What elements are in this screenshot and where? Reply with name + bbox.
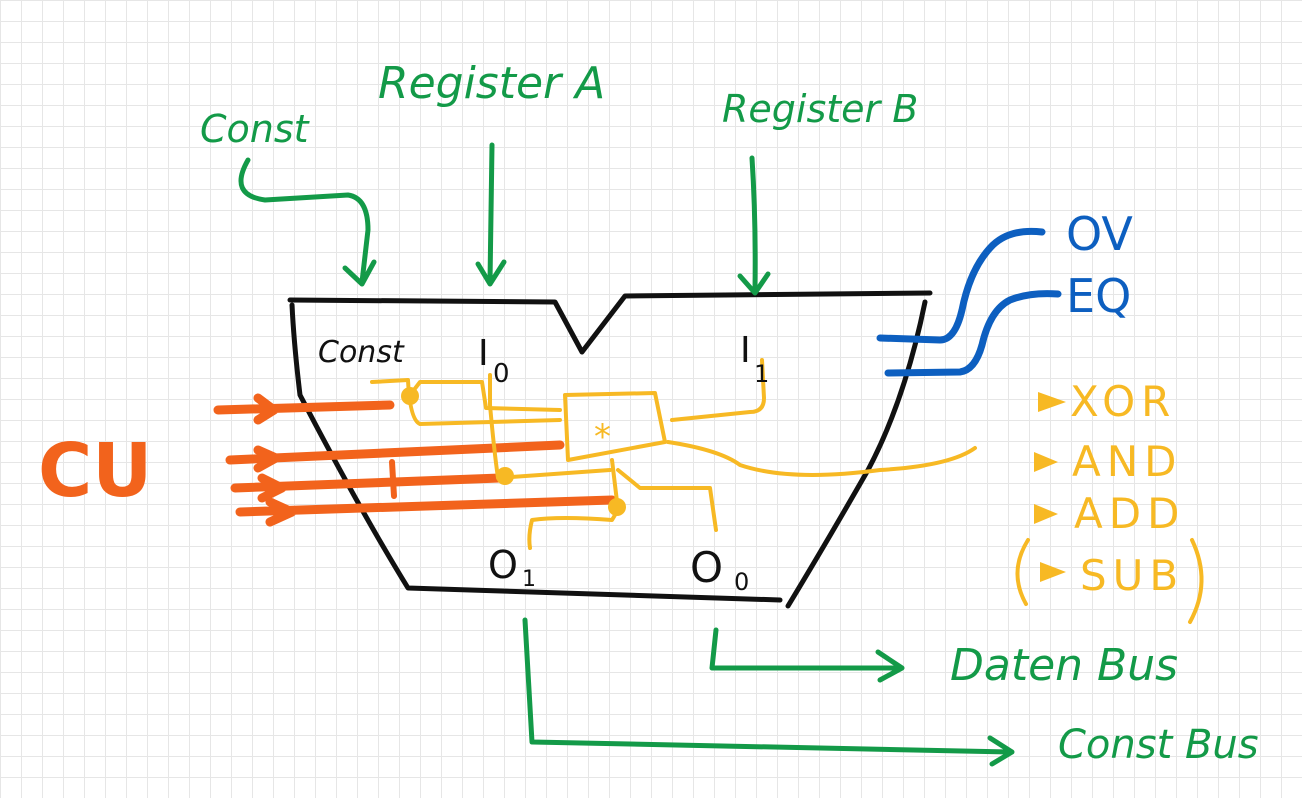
register-a-input-arrow bbox=[475, 142, 507, 287]
sub-bullet-icon bbox=[1040, 562, 1066, 582]
daten-bus-label: Daten Bus bbox=[950, 640, 1178, 691]
cu-label: CU bbox=[38, 428, 152, 514]
port-i0-label: I bbox=[478, 333, 489, 374]
xor-bullet-icon bbox=[1038, 392, 1066, 412]
cu-control-tap bbox=[389, 459, 397, 499]
port-o0-label: O bbox=[690, 543, 723, 592]
register-b-input-arrow bbox=[737, 155, 771, 296]
cu-control-line-1 bbox=[213, 393, 395, 425]
port-i0-subscript: 0 bbox=[493, 359, 510, 389]
flag-eq-label: EQ bbox=[1066, 269, 1131, 323]
eq-flag-line bbox=[884, 290, 1062, 377]
sub-bracket-left bbox=[1015, 538, 1030, 606]
operation-bullets bbox=[1034, 392, 1066, 582]
operation-and-label: AND bbox=[1072, 437, 1183, 486]
cu-control-line-4 bbox=[235, 495, 617, 527]
operation-xor-label: XOR bbox=[1070, 377, 1176, 426]
sub-bracket-right bbox=[1188, 538, 1204, 624]
junction-dot bbox=[496, 467, 514, 485]
cu-control-line-3 bbox=[230, 473, 505, 503]
daten-bus-output-arrow bbox=[709, 627, 905, 683]
const-input-label: Const bbox=[200, 107, 311, 151]
cu-control-line-2 bbox=[225, 440, 565, 473]
const-input-arrow bbox=[238, 157, 377, 287]
const-bus-output-arrow bbox=[522, 617, 1015, 767]
junction-dot bbox=[608, 498, 626, 516]
port-o1-subscript: 1 bbox=[522, 567, 536, 592]
junction-dot bbox=[401, 387, 419, 405]
operation-add-label: ADD bbox=[1074, 489, 1185, 538]
alu-internal-wiring bbox=[370, 358, 977, 550]
port-const-label: Const bbox=[318, 335, 405, 370]
port-o0-subscript: 0 bbox=[734, 568, 749, 596]
ov-flag-line bbox=[876, 227, 1046, 344]
port-i1-subscript: 1 bbox=[754, 360, 769, 388]
port-o1-label: O bbox=[488, 543, 518, 587]
operation-sub-label: SUB bbox=[1080, 551, 1184, 600]
const-bus-label: Const Bus bbox=[1058, 722, 1259, 768]
and-bullet-icon bbox=[1034, 452, 1058, 472]
register-a-label: Register A bbox=[378, 58, 605, 109]
port-i1-label: I bbox=[740, 330, 751, 371]
add-bullet-icon bbox=[1034, 504, 1058, 524]
flag-ov-label: OV bbox=[1066, 207, 1133, 261]
register-b-label: Register B bbox=[722, 87, 918, 131]
operation-symbol: * bbox=[594, 417, 611, 457]
